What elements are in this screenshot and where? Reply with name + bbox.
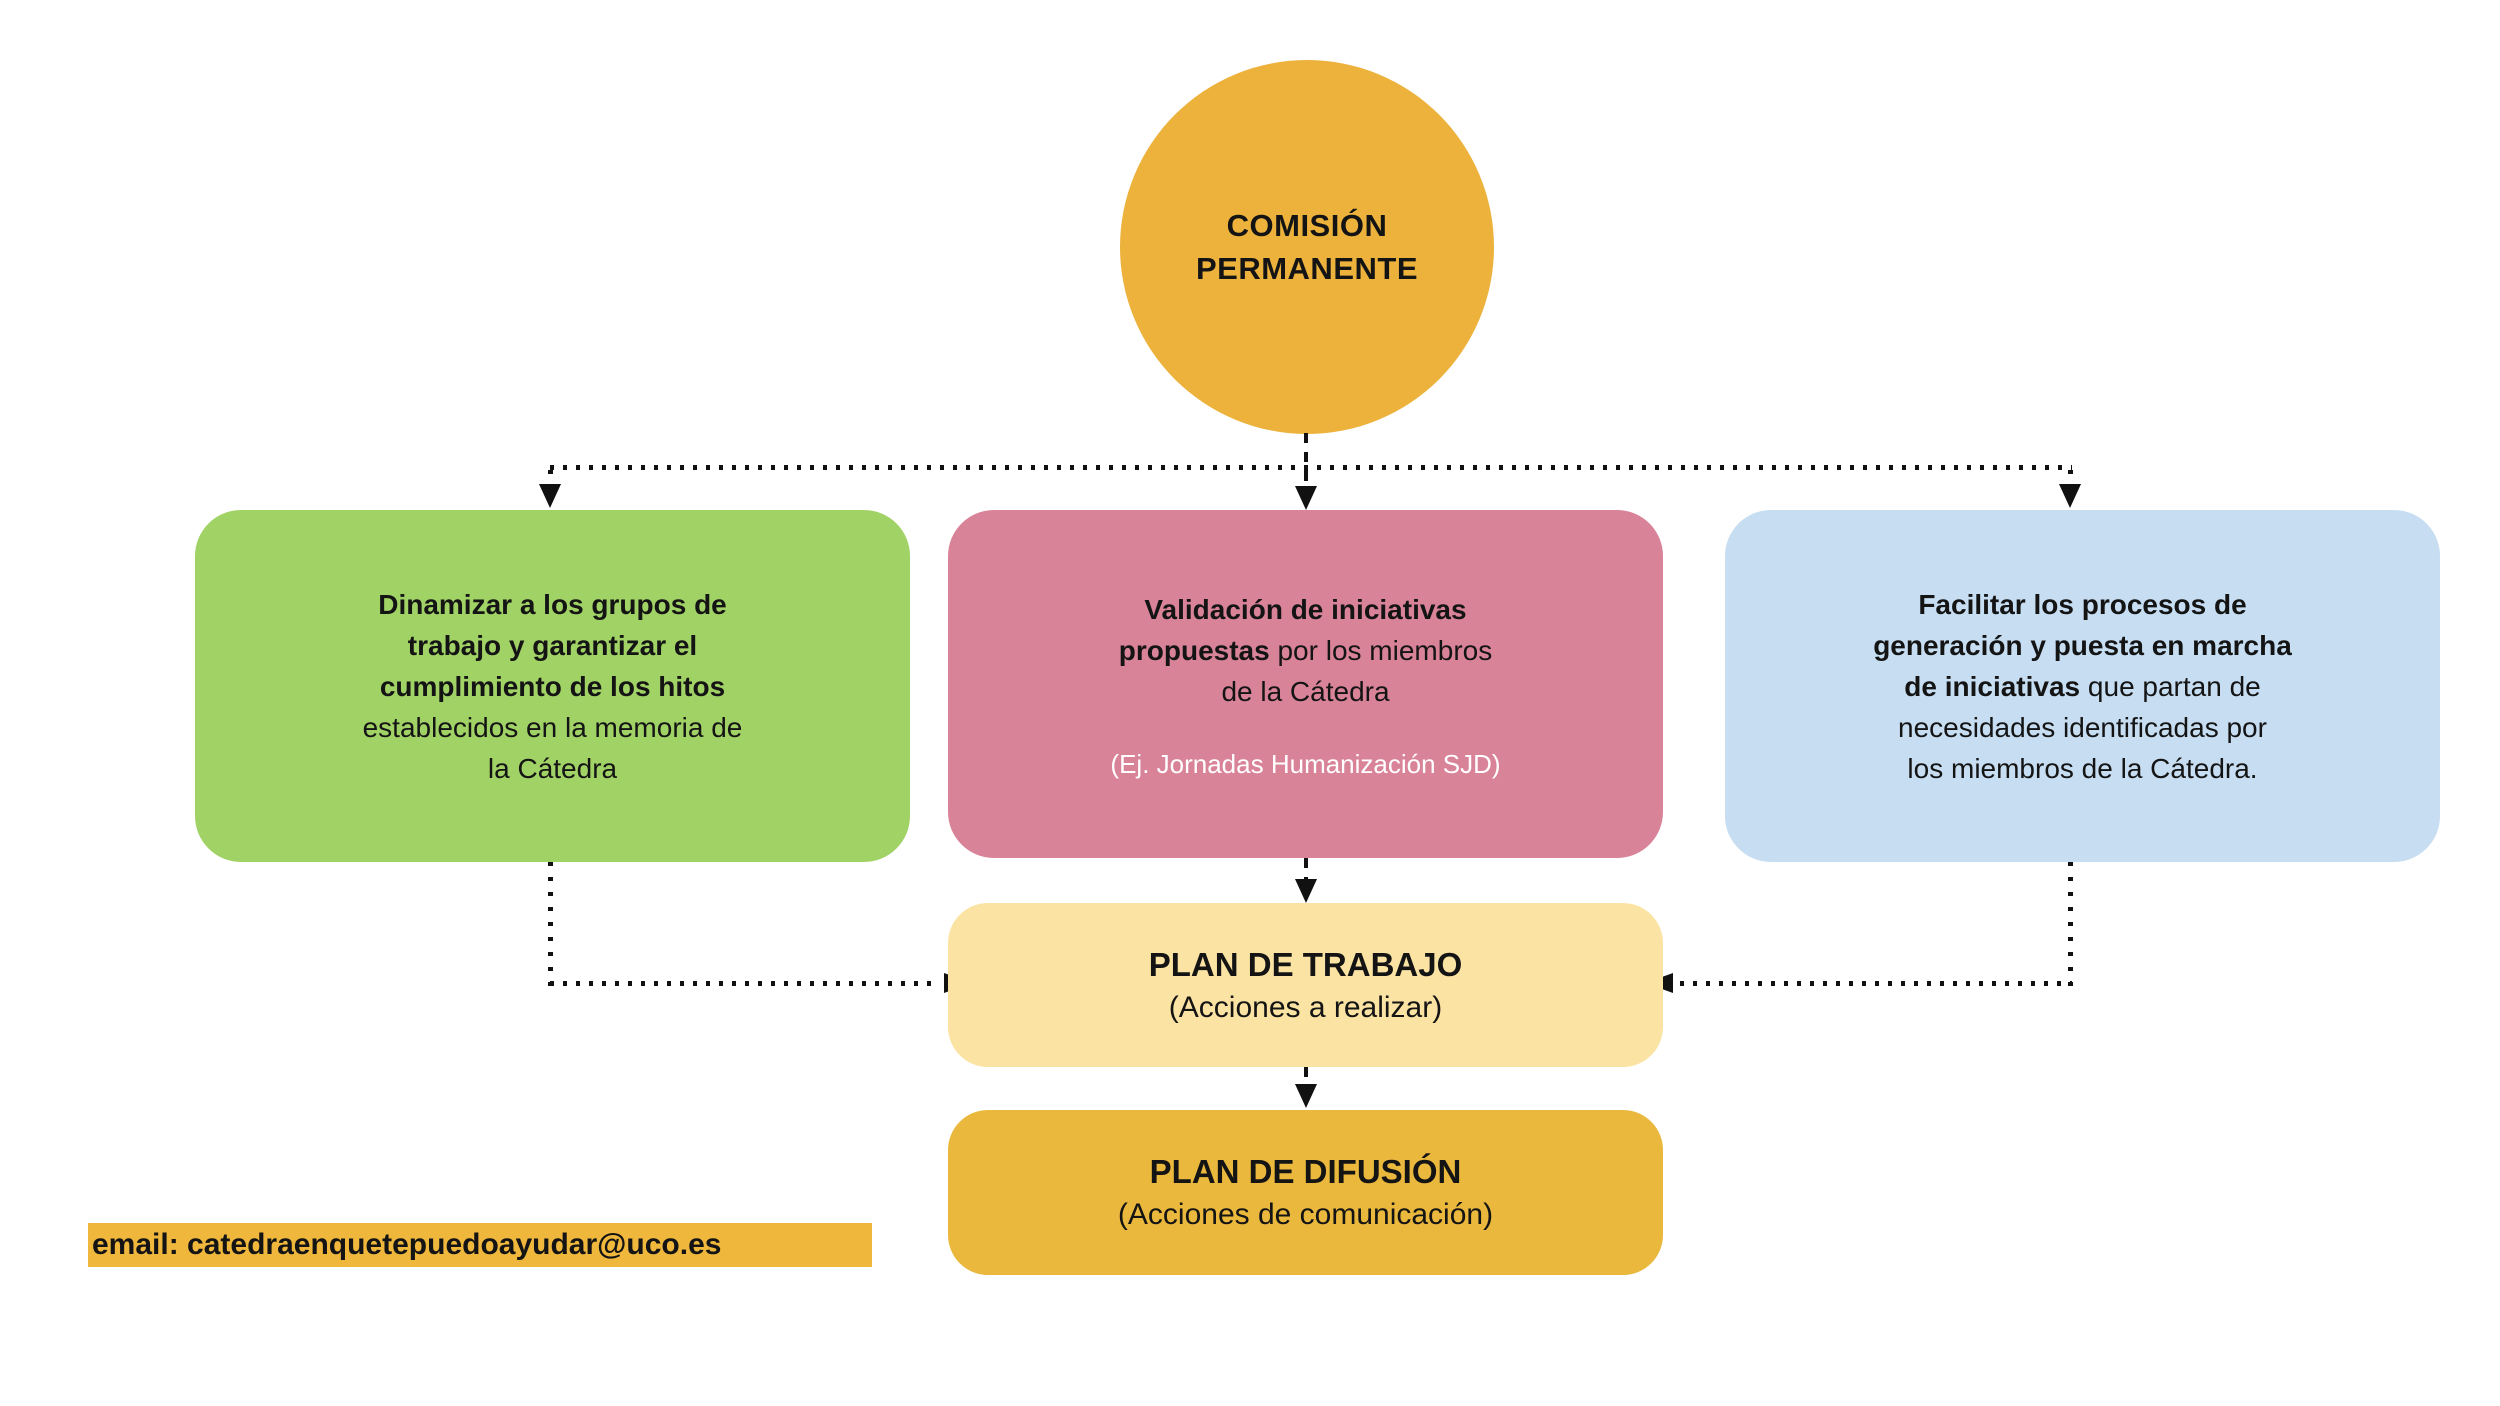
arrow-down-pink-icon	[1295, 486, 1317, 510]
arrow-down-green-icon	[539, 484, 561, 508]
comision-permanente-node: COMISIÓN PERMANENTE	[1120, 60, 1494, 434]
task-box-dinamizar: Dinamizar a los grupos de trabajo y garan…	[195, 510, 910, 862]
text-line: Dinamizar a los grupos de	[378, 588, 727, 620]
plan-de-difusion-box: PLAN DE DIFUSIÓN (Acciones de comunicaci…	[948, 1110, 1663, 1275]
arrow-down-blue-icon	[2059, 484, 2081, 508]
task-box-validacion-text: Validación de iniciativas propuestas por …	[1119, 589, 1492, 712]
connector-pink-to-plan	[1304, 858, 1308, 880]
task-box-validacion-note: (Ej. Jornadas Humanización SJD)	[1110, 748, 1501, 779]
text-line: generación y puesta en marcha	[1873, 629, 2292, 661]
text-line: PERMANENTE	[1195, 251, 1418, 286]
text-line: de iniciativas que partan de	[1904, 670, 2261, 702]
text-line: trabajo y garantizar el	[407, 629, 698, 661]
text-line: propuestas por los miembros	[1118, 634, 1493, 666]
text-line: cumplimiento de los hitos	[379, 670, 726, 702]
text-line: necesidades identificadas por	[1898, 711, 2267, 743]
plan-de-trabajo-box: PLAN DE TRABAJO (Acciones a realizar)	[948, 903, 1663, 1067]
arrow-down-plan-difusion-icon	[1295, 1084, 1317, 1108]
connector-branch-to-blue	[2068, 470, 2073, 484]
text-line: Validación de iniciativas	[1144, 593, 1467, 625]
text-line: COMISIÓN	[1226, 208, 1388, 243]
contact-email-label: email: catedraenquetepuedoayudar@uco.es	[88, 1223, 872, 1267]
plan-de-difusion-subtitle: (Acciones de comunicación)	[1117, 1198, 1494, 1231]
task-box-validacion: Validación de iniciativas propuestas por …	[948, 510, 1663, 858]
connector-green-down	[548, 862, 553, 986]
connector-blue-down	[2068, 862, 2073, 986]
arrow-down-plan-trabajo-icon	[1295, 879, 1317, 903]
connector-blue-to-plan	[1680, 981, 2072, 986]
plan-de-trabajo-subtitle: (Acciones a realizar)	[1168, 990, 1443, 1024]
text-line: los miembros de la Cátedra.	[1907, 752, 2258, 784]
connector-branch-to-green	[548, 470, 553, 484]
text-line: de la Cátedra	[1221, 675, 1390, 707]
connector-green-to-plan	[550, 981, 932, 986]
connector-trabajo-to-difusion	[1304, 1067, 1308, 1085]
text-line: Facilitar los procesos de	[1918, 588, 2247, 620]
plan-de-trabajo-title: PLAN DE TRABAJO	[1148, 945, 1463, 983]
plan-de-difusion-title: PLAN DE DIFUSIÓN	[1149, 1153, 1462, 1190]
text-line: establecidos en la memoria de	[362, 711, 743, 743]
connector-circle-to-branch	[1304, 433, 1308, 487]
text-line: la Cátedra	[487, 752, 618, 784]
connector-branch-to-pink	[1304, 467, 1308, 487]
connector-branch-horizontal	[550, 465, 2072, 470]
task-box-facilitar: Facilitar los procesos de generación y pu…	[1725, 510, 2440, 862]
